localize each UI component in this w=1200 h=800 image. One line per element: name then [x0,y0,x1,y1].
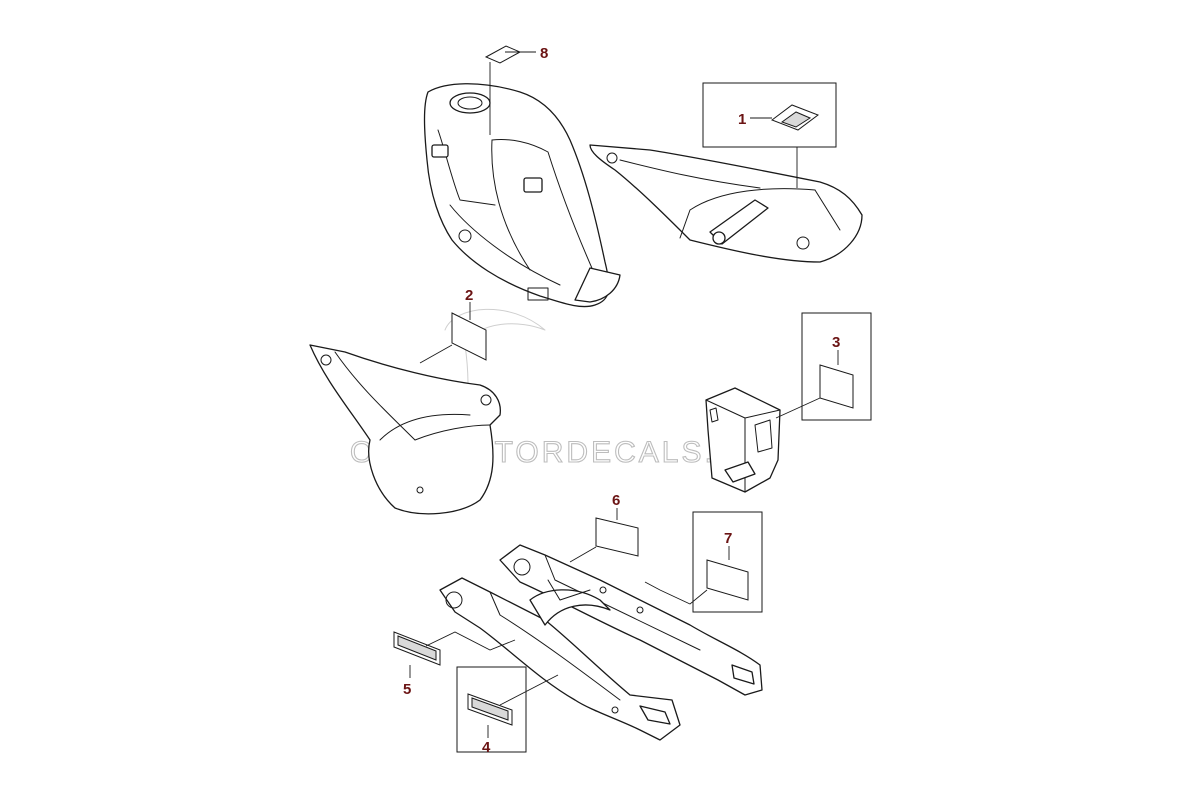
decal-3: 3 [775,312,872,421]
callout-6: 6 [612,492,620,509]
decal-1: 1 [702,82,837,188]
decal-2: 2 [419,287,487,364]
decal-4: 4 [456,666,559,756]
callout-8: 8 [540,45,548,62]
callout-4: 4 [482,739,491,756]
battery-box [705,387,781,493]
rear-fender [589,144,863,263]
callout-3: 3 [832,334,840,351]
decal-7-box [692,511,763,613]
decal-1-box [702,82,837,148]
callout-2: 2 [465,287,473,304]
decal-5: 5 [393,631,516,698]
callout-7: 7 [724,530,732,547]
side-cover [309,344,501,515]
decal-4-box [456,666,527,753]
fuel-tank [423,83,621,308]
callout-5: 5 [403,681,411,698]
decal-8: 8 [484,45,548,135]
callout-1: 1 [738,111,746,128]
decal-3-box [801,312,872,421]
swingarm [439,544,763,741]
decal-6: 6 [569,492,639,563]
decal-7: 7 [644,511,763,613]
